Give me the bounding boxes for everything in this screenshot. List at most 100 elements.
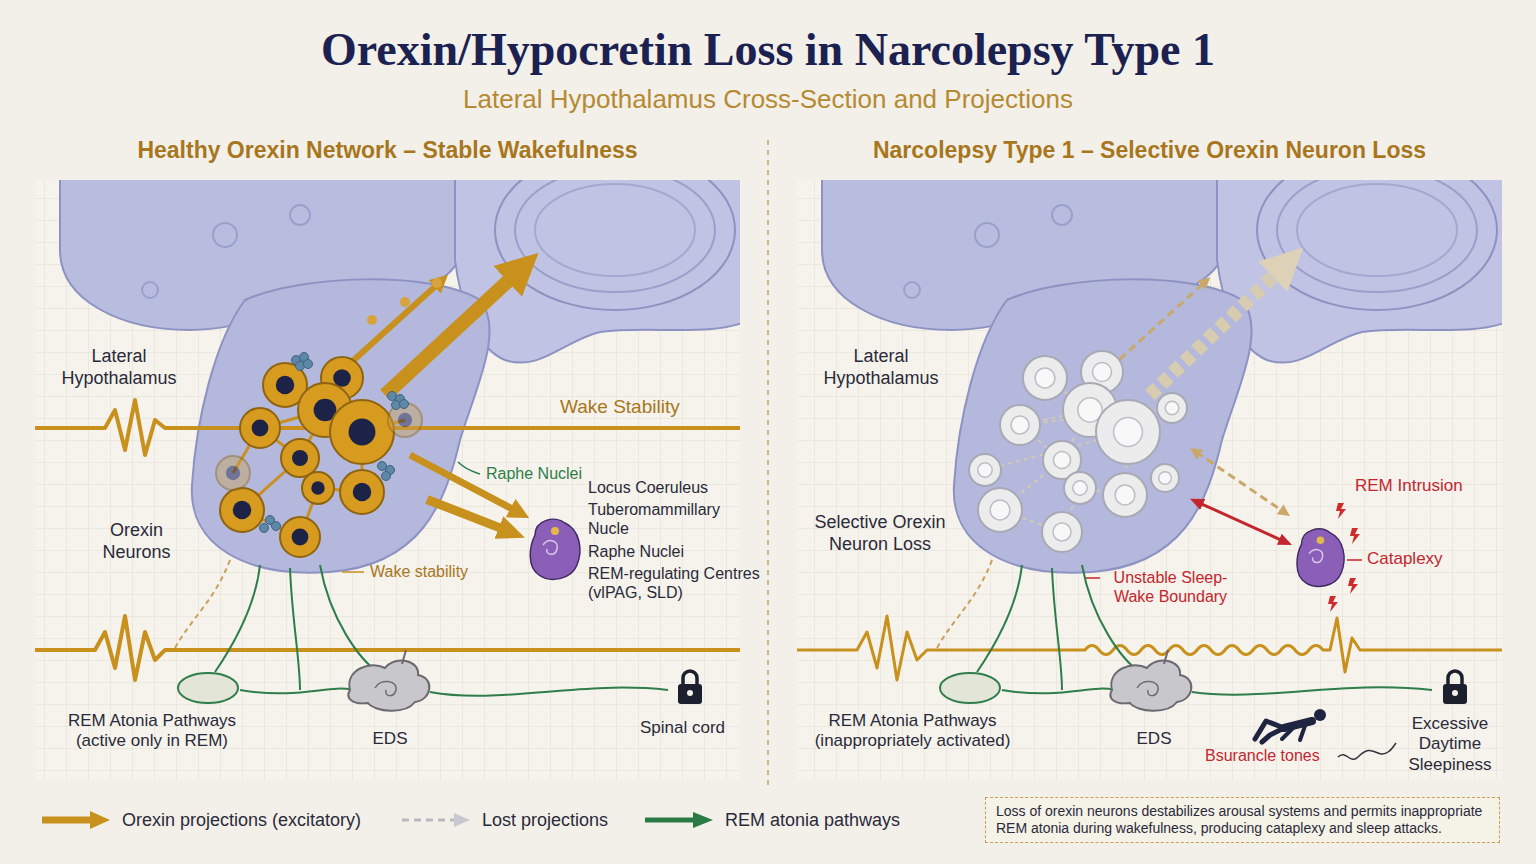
neuron-nucleus (252, 420, 269, 437)
nucleus-label: Raphe Nuclei (486, 464, 582, 483)
brainstem-structure (348, 650, 429, 711)
orexin-neuron (281, 439, 319, 477)
node-label: Tuberomammillary Nucle (588, 500, 760, 538)
lightning-bolt (1350, 528, 1360, 544)
eeg-trace (35, 400, 1502, 680)
brainstem-structure (375, 681, 396, 695)
orexin-neuron (330, 400, 394, 464)
projection-arrow (1199, 503, 1283, 541)
panel-heading: Narcolepsy Type 1 – Selective Orexin Neu… (797, 137, 1502, 165)
lightning-bolt (1328, 596, 1338, 612)
brainstem-structure (402, 650, 406, 664)
atonia-pathway (430, 688, 668, 696)
atonia-pathway (940, 673, 1000, 703)
node-label-group: Orexin Neurons (94, 520, 179, 566)
neuron-nucleus (292, 529, 309, 546)
lost-neuron-core (1073, 481, 1087, 495)
atonia-pathway (320, 565, 378, 672)
symptom-label: REM Intrusion (1355, 476, 1463, 496)
leader-line (342, 571, 364, 573)
symptom-label: Unstable Sleep-Wake Boundary (1103, 568, 1238, 606)
legend-item: Lost projections (400, 808, 608, 832)
collapsing-figure (1314, 709, 1326, 721)
node-label: Cataplexy (1367, 549, 1443, 569)
atonia-pathway (1002, 689, 1114, 694)
orexin-neuron (340, 470, 384, 514)
symptom-label: Excessive Daytime Sleepiness (1398, 714, 1502, 775)
lost-neuron-core (990, 500, 1010, 520)
neuron-nucleus (333, 369, 351, 387)
synapse-dot (260, 524, 269, 533)
subtitle: Lateral Hypothalamus Cross-Section and P… (0, 84, 1536, 115)
legend-sample-head (693, 812, 713, 828)
band-label: Wake Stability (560, 396, 680, 419)
orexin-neuron (302, 472, 334, 504)
brainstem-structure (348, 661, 429, 711)
atonia-pathway (1052, 568, 1062, 690)
legend-sample-head (454, 813, 470, 827)
orexin-neuron (240, 408, 280, 448)
leader-line (458, 462, 480, 474)
lock-icon (678, 671, 702, 704)
diagram-title: Orexin/Hypocretin Loss in Narcolepsy Typ… (0, 22, 1536, 77)
legend-sample-line (42, 817, 92, 824)
legend-sample-head (90, 811, 110, 829)
orexin-projection (385, 270, 520, 395)
pathway-label: REM Atonia Pathways (active only in REM) (52, 711, 252, 752)
orexin-neuron (340, 470, 384, 514)
lost-neuron (1023, 356, 1067, 400)
atonia-pathway (1192, 687, 1432, 694)
neuron-nucleus (233, 501, 251, 519)
node-label-group: Selective Orexin Neuron Loss (805, 512, 955, 558)
synapse-dot (272, 522, 281, 531)
panel-heading: Healthy Orexin Network – Stable Wakefuln… (35, 137, 740, 165)
lost-neuron-core (1053, 523, 1071, 541)
nucleus-detail (551, 527, 559, 535)
structure-label: EDS (360, 729, 420, 749)
structure-label: EDS (1124, 729, 1184, 749)
lost-neuron (1151, 464, 1179, 492)
neuron-nucleus (353, 483, 371, 501)
node-shape (212, 350, 427, 565)
legend-text: REM atonia pathways (725, 810, 900, 831)
node-label: REM-regulating Centres (vlPAG, SLD) (588, 564, 760, 602)
node-label: Locus Coeruleus (588, 478, 760, 497)
target-nucleus: Cataplexy (1292, 525, 1347, 590)
target-nucleus: Locus CoeruleusTuberomammillary NucleRap… (525, 515, 583, 583)
pathway-label: REM Atonia Pathways (inappropriately act… (805, 711, 1020, 752)
band-label: Wake stability (370, 562, 468, 581)
node-label: Raphe Nuclei (588, 542, 760, 561)
legend-sample (40, 808, 112, 832)
lock-icon (687, 690, 693, 696)
projection-spark (367, 315, 377, 325)
dashed-projection (937, 560, 992, 648)
lost-neuron-core (1093, 363, 1112, 382)
legend-item: REM atonia pathways (643, 808, 900, 832)
lost-neuron (978, 488, 1022, 532)
neuron-nucleus (311, 481, 324, 494)
node-label-group: Cataplexy (1367, 549, 1443, 572)
legend-sample-line (402, 819, 454, 822)
lost-neuron-core (1035, 368, 1055, 388)
synapse-dot (400, 400, 409, 409)
neuron-nucleus (292, 450, 308, 466)
nucleus-body (1297, 529, 1344, 586)
orexin-neuron (216, 456, 250, 490)
brainstem-structure (1164, 650, 1168, 664)
lock-icon (683, 671, 697, 684)
orexin-neuron (281, 439, 319, 477)
lost-neuron (1042, 512, 1082, 552)
lost-neuron (1064, 472, 1096, 504)
lost-neuron-core (1165, 401, 1179, 415)
dashed-projection (175, 560, 230, 648)
lost-neuron-core (1159, 472, 1172, 485)
node-shape (525, 515, 583, 583)
synapse-dot (304, 360, 313, 369)
lock-icon (1443, 671, 1467, 704)
atonia-pathway (977, 565, 1022, 672)
lock-icon (1448, 671, 1462, 684)
lightning-bolt (1348, 578, 1358, 594)
lost-neuron (1103, 473, 1147, 517)
